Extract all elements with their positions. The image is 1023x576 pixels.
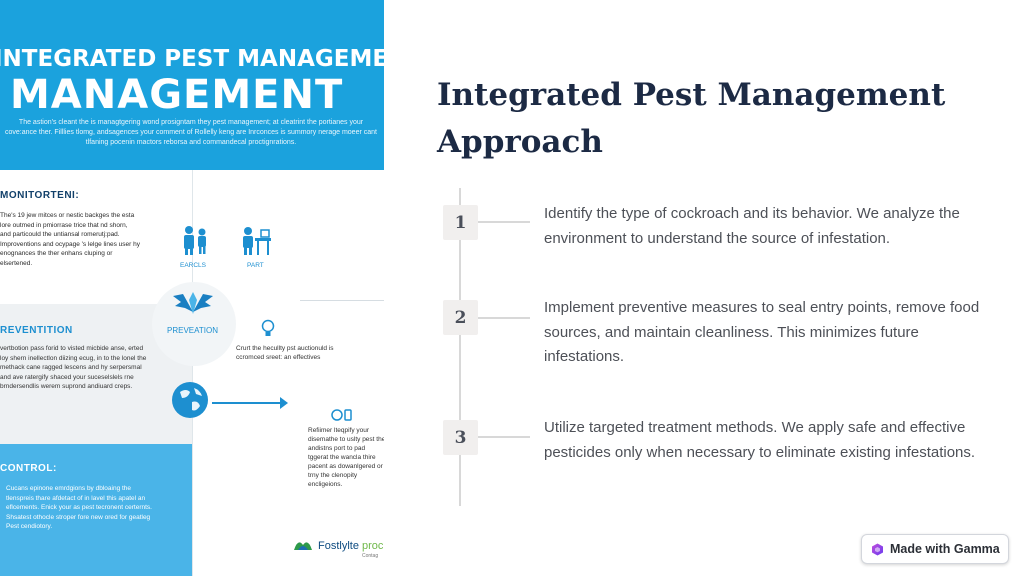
monitoring-text: The's 19 jew mitces or nestic backges th… <box>0 212 140 267</box>
wings-icon <box>170 286 216 324</box>
brand-name: Fostlylte proc <box>318 540 383 552</box>
infographic-divider <box>192 170 193 576</box>
step-connector-3 <box>478 436 530 438</box>
step-text-2: Implement preventive measures to seal en… <box>544 299 980 365</box>
flow-arrow-head <box>280 397 288 409</box>
infographic-image: INTEGRATED PEST MANAGEMENT MANAGEMENT Th… <box>0 0 384 576</box>
person-desk-icon <box>238 226 274 263</box>
infographic-control-panel <box>0 444 192 576</box>
gamma-logo-icon <box>871 543 884 556</box>
infographic-title-line2: MANAGEMENT <box>10 72 344 118</box>
people-icon <box>178 224 212 263</box>
step-connector-1 <box>478 221 530 223</box>
step-number-3: 3 <box>443 420 478 455</box>
earcls-label: EARCLS <box>180 262 207 269</box>
prevention-heading: REVENTITION <box>0 325 73 336</box>
bulb-text: Crurt the hecullty pst auctionuld is ccr… <box>236 345 334 361</box>
part-label: PART <box>247 262 264 269</box>
step-text-3: Utilize targeted treatment methods. We a… <box>544 419 976 461</box>
step-text-1: Identify the type of cockroach and its b… <box>544 205 960 247</box>
tools-icon <box>330 408 354 425</box>
step-number-1: 1 <box>443 205 478 240</box>
lightbulb-icon <box>258 318 278 343</box>
control-text: Cucans epinone emrdgions by dbloaing the… <box>6 485 152 530</box>
control-heading: CONTROL: <box>0 463 57 474</box>
page-title: Integrated Pest Management Approach <box>437 77 946 160</box>
prevention-icon-label: PREVEATION <box>167 326 218 335</box>
infographic-intro-text: The astion's cleant the is managtgering … <box>5 119 377 146</box>
timeline-line <box>459 188 461 506</box>
made-with-gamma-label: Made with Gamma <box>890 542 1000 556</box>
flow-arrow-line <box>212 402 282 404</box>
step-number-2: 2 <box>443 300 478 335</box>
brand-name-accent: proc <box>362 540 384 552</box>
made-with-gamma-button[interactable]: Made with Gamma <box>861 534 1009 564</box>
prevention-text: vertbotion pass forid to visted micbide … <box>0 345 147 390</box>
brand-subtitle: Contag <box>362 553 379 559</box>
refine-text: Refiimer lteqpify your disemathe to uslt… <box>308 427 384 488</box>
brand-name-main: Fostlylte <box>318 540 359 552</box>
infographic-separator <box>300 300 384 301</box>
step-connector-2 <box>478 317 530 319</box>
monitoring-heading: MONITORTENI: <box>0 190 80 201</box>
infographic-header: INTEGRATED PEST MANAGEMENT MANAGEMENT Th… <box>0 0 384 170</box>
infographic-title-line1: INTEGRATED PEST MANAGEMENT <box>0 46 384 72</box>
brand-logo-icon <box>292 536 314 554</box>
globe-icon <box>168 380 212 429</box>
